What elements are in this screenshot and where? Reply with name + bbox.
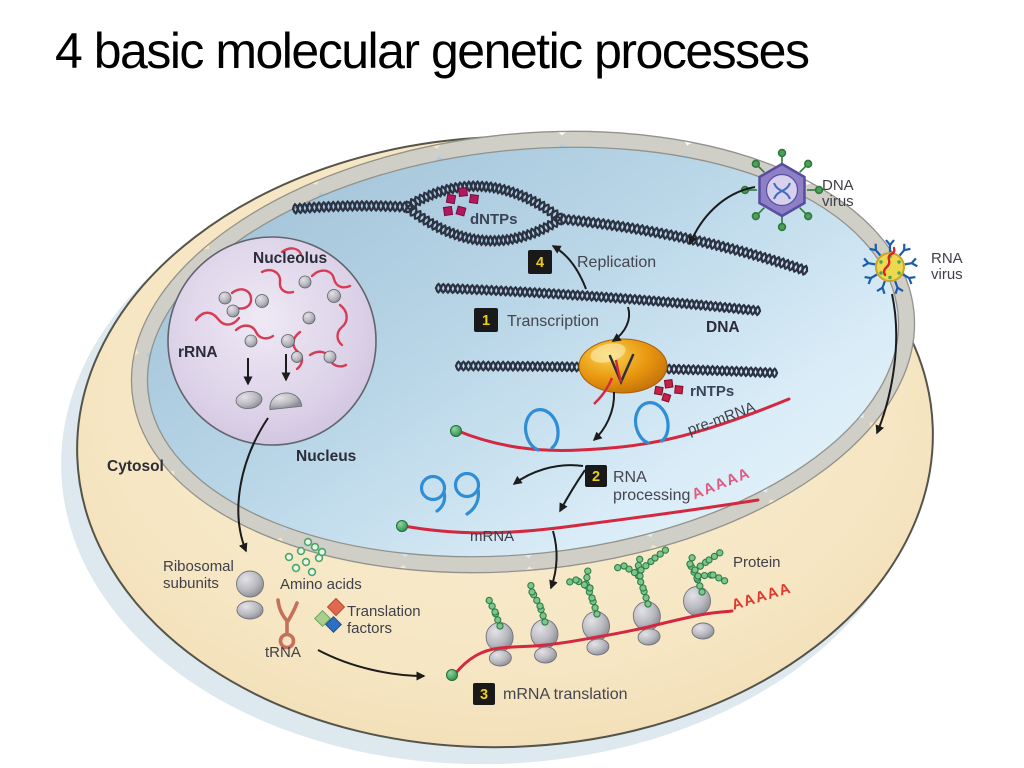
ribonucleoprotein-particles: [218, 275, 341, 364]
arrow-trna-to-polysome: [317, 649, 426, 681]
process-transcription: 1 Transcription: [474, 306, 631, 442]
nucleolus: [167, 236, 377, 446]
dntps-group: dNTPs: [442, 187, 518, 228]
factors-label-2: factors: [347, 620, 392, 637]
nucleolus-label: Nucleolus: [253, 250, 327, 267]
arrow-to-introns: [512, 464, 584, 485]
nucleus-label: Nucleus: [296, 448, 356, 465]
dna-replication-bubble-top: [405, 179, 564, 223]
translation-factors: Translation factors: [314, 597, 421, 637]
replication-label: Replication: [577, 254, 656, 271]
process-rna-processing: 2 RNA processing: [512, 464, 690, 513]
large-subunit-icon: [269, 392, 303, 411]
five-prime-cap: [450, 425, 462, 437]
rntps-label: rNTPs: [690, 383, 734, 400]
ribosomal-label-1: Ribosomal: [163, 558, 234, 575]
nascent-chains: [485, 546, 729, 630]
mrna-label: mRNA: [470, 528, 514, 545]
mrna-translated: [453, 609, 734, 676]
dntps-label: dNTPs: [470, 211, 518, 228]
rna-virus-label-2: virus: [931, 266, 963, 283]
process-replication: 4 Replication: [528, 245, 656, 290]
intron-loop-1: [524, 408, 560, 452]
ribosomal-label-2: subunits: [163, 575, 219, 592]
dna-replication-left: [291, 199, 409, 215]
arrow-subunits-to-cytosol: [237, 417, 269, 553]
released-small-subunit: [691, 622, 715, 640]
dna-label: DNA: [706, 319, 740, 336]
rna-virus-label-1: RNA: [931, 250, 963, 267]
transcription-label: Transcription: [507, 313, 599, 330]
protein-label: Protein: [733, 554, 781, 571]
rna-virus: RNA virus: [862, 239, 963, 435]
dna-replication-bubble-bottom: [404, 203, 563, 248]
small-subunit-icon: [235, 390, 263, 410]
arrow-polymerase-to-premrna: [592, 391, 616, 442]
released-large-subunit: [683, 586, 711, 616]
excised-introns: [419, 471, 481, 516]
arrow-transcription: [611, 306, 631, 342]
slide-title: 4 basic molecular genetic processes: [55, 23, 810, 79]
dna-virus: DNA virus: [688, 148, 854, 246]
rntps-group: rNTPs: [653, 378, 734, 403]
dna-middle: [434, 282, 762, 317]
rna-processing-label-2: processing: [613, 487, 690, 504]
arrow-replication: [551, 245, 587, 290]
dna-replication-right: [559, 213, 809, 277]
polysome: AAAAA Protein 3 mRNA translation: [446, 546, 794, 705]
badge-1: 1: [482, 313, 490, 329]
arrow-to-mrna: [559, 469, 586, 513]
dna-virus-label-2: virus: [822, 193, 854, 210]
dna-virus-spikes: [740, 148, 824, 232]
five-prime-cap: [396, 520, 408, 532]
nascent-rna: [593, 377, 614, 405]
factors-label-1: Translation: [347, 603, 421, 620]
cytosol-label: Cytosol: [107, 458, 164, 475]
trna: [276, 598, 299, 650]
arrow-mrna-export: [549, 530, 558, 590]
rrna-label: rRNA: [178, 344, 218, 361]
arrow-dna-virus-entry: [688, 186, 756, 246]
amino-acids: Amino acids: [280, 537, 362, 593]
dna-virus-label-1: DNA: [822, 177, 854, 194]
badge-4: 4: [536, 255, 544, 271]
amino-acids-label: Amino acids: [280, 576, 362, 593]
intron-loop-2: [634, 401, 670, 445]
rna-processing-label-1: RNA: [613, 469, 647, 486]
rna-polymerase: [578, 338, 668, 405]
badge-2: 2: [592, 469, 600, 485]
nuclear-envelope: [131, 131, 915, 573]
ribosomal-subunits: Ribosomal subunits: [163, 417, 269, 620]
arrow-rna-virus-entry: [875, 293, 898, 435]
badge-3: 3: [480, 687, 488, 703]
mrna-translation-label: mRNA translation: [503, 686, 628, 703]
five-prime-cap: [446, 669, 458, 681]
rna-virus-spikes: [862, 239, 918, 295]
trna-label: tRNA: [265, 644, 301, 661]
